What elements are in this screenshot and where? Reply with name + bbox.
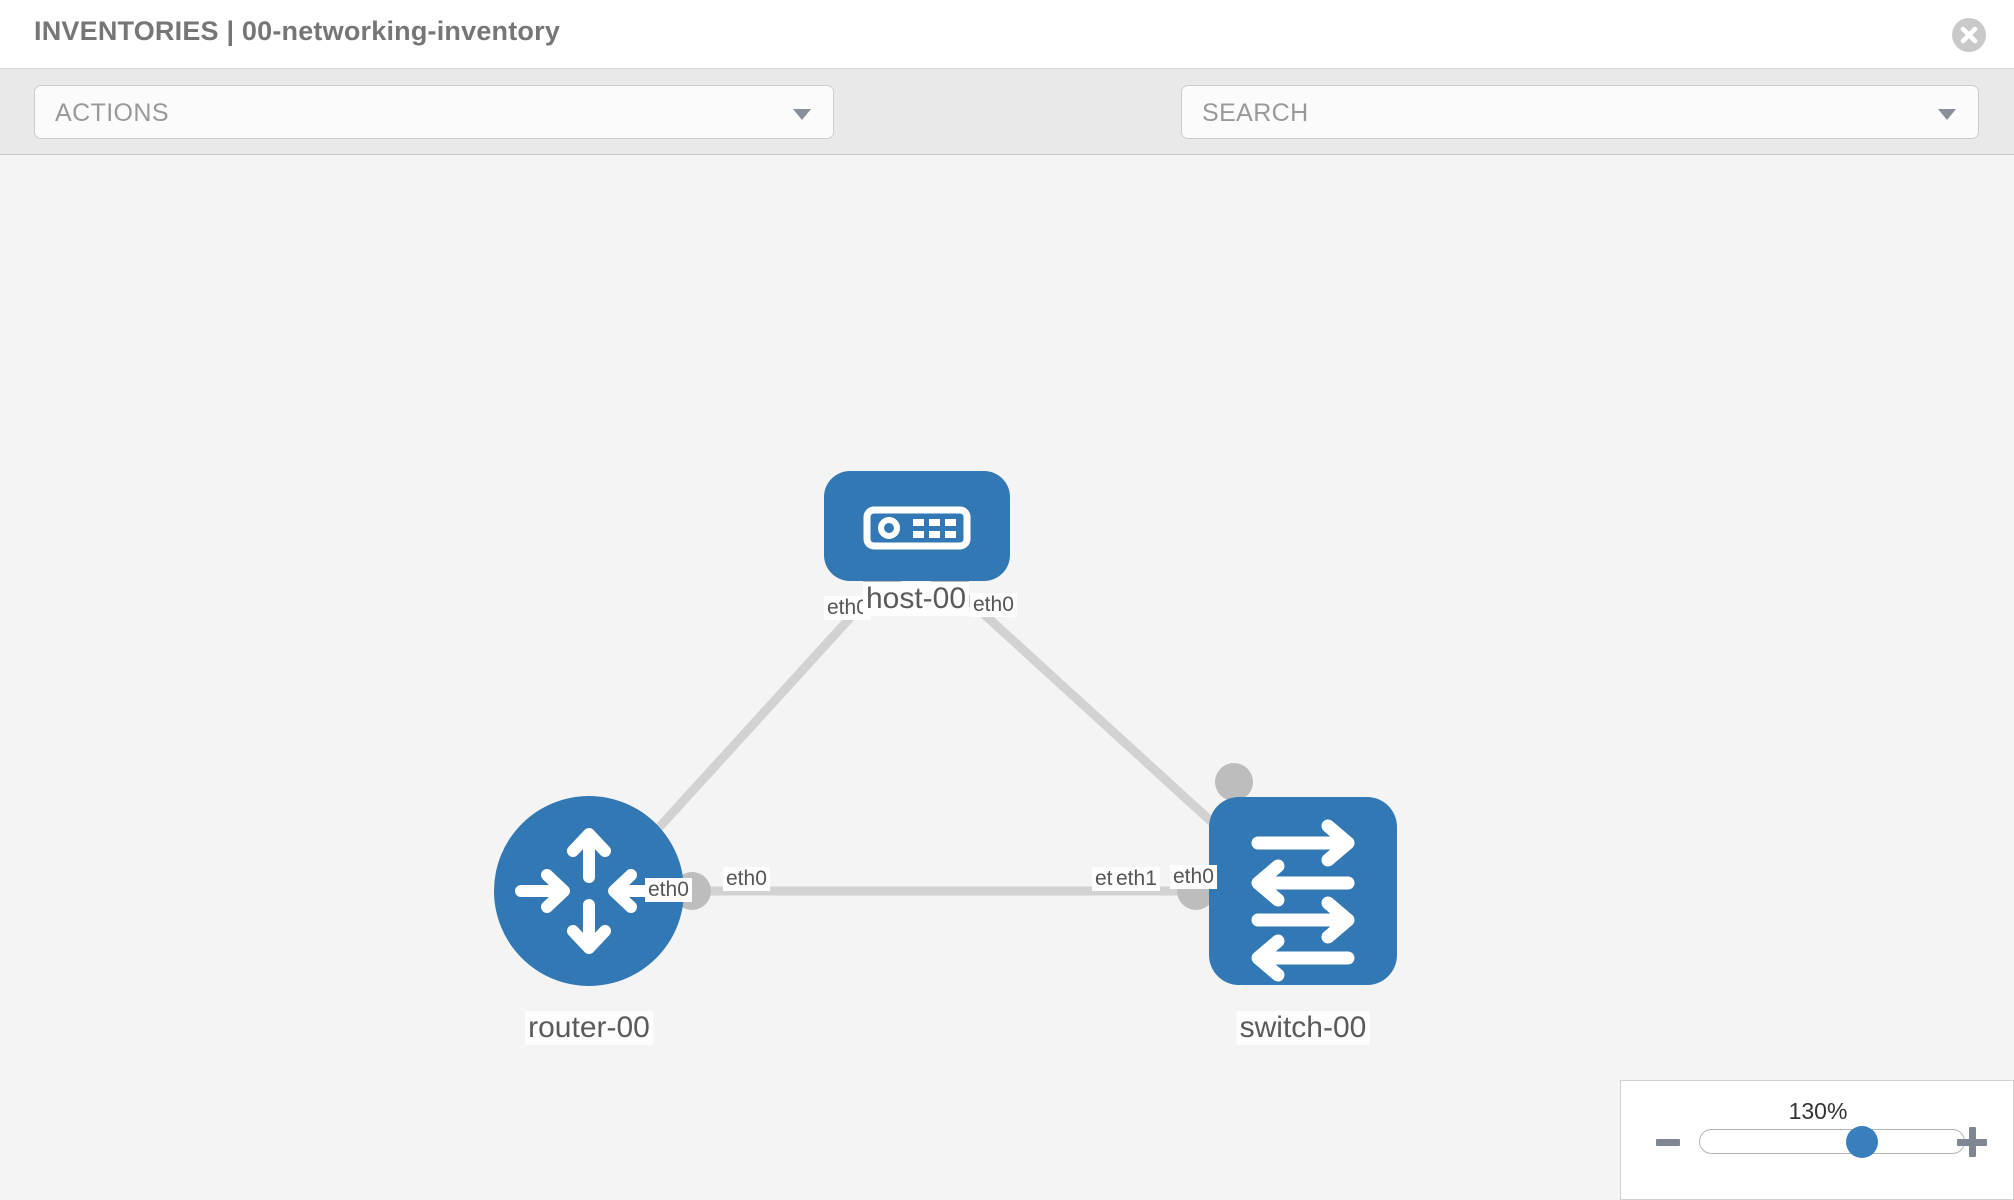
node-switch-00 xyxy=(1209,797,1397,985)
node-label-host-00: host-00 xyxy=(862,582,970,616)
iface-label-switch00-eth1: eth1 xyxy=(1113,867,1160,891)
link-host00-switch00 xyxy=(948,581,1252,859)
window-header: INVENTORIES | 00-networking-inventory xyxy=(0,0,2014,69)
search-placeholder: SEARCH xyxy=(1202,99,1309,127)
node-host-00 xyxy=(824,471,1010,581)
chevron-down-icon xyxy=(793,109,811,120)
toolbar: ACTIONS SEARCH xyxy=(0,69,2014,200)
actions-dropdown[interactable]: ACTIONS xyxy=(34,85,834,139)
iface-label-router00-uplink: eth0 xyxy=(645,878,692,902)
topology-canvas[interactable]: eth0 eth0 eth0 eth0 eth0 eth0 eth1 host-… xyxy=(0,155,2014,1200)
page-title: INVENTORIES | 00-networking-inventory xyxy=(34,16,561,46)
topology-graph xyxy=(494,471,1397,986)
zoom-in-button[interactable] xyxy=(1957,1127,1987,1157)
iface-label-router00-eth0: eth0 xyxy=(723,867,770,891)
zoom-control-panel: 130% xyxy=(1620,1080,2014,1200)
zoom-out-button[interactable] xyxy=(1656,1139,1680,1146)
node-label-router-00: router-00 xyxy=(525,1011,653,1045)
zoom-percent-label: 130% xyxy=(1788,1098,1848,1124)
node-label-switch-00: switch-00 xyxy=(1236,1011,1370,1045)
link-layer xyxy=(630,581,1252,896)
actions-dropdown-label: ACTIONS xyxy=(55,99,169,127)
connector-switch00-top xyxy=(1215,763,1253,801)
iface-label-host00-right: eth0 xyxy=(970,593,1017,617)
server-icon xyxy=(863,506,971,550)
zoom-slider-track[interactable] xyxy=(1699,1129,1965,1154)
chevron-down-icon xyxy=(1938,109,1956,120)
link-host00-router00 xyxy=(630,581,884,859)
close-icon[interactable] xyxy=(1952,18,1986,52)
switch-icon xyxy=(1251,819,1355,982)
search-input[interactable]: SEARCH xyxy=(1181,85,1979,139)
zoom-slider-thumb[interactable] xyxy=(1846,1126,1878,1158)
iface-label-switch00-uplink: eth0 xyxy=(1170,865,1217,889)
